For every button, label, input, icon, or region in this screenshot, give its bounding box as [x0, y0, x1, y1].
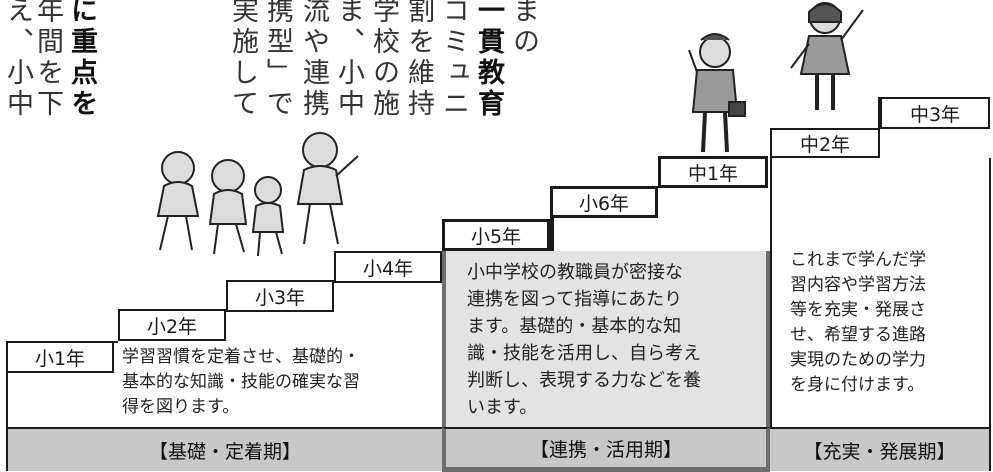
- vertical-text-col: 学校の施: [368, 0, 399, 120]
- text-line: を身に付けます。: [790, 375, 925, 395]
- text-line: 実現のための学力: [790, 350, 926, 370]
- text-line: これまで学んだ学: [790, 250, 926, 270]
- text-line: います。: [467, 397, 538, 418]
- foundation-panel: [6, 373, 442, 427]
- text-line: 等を充実・発展さ: [790, 300, 926, 320]
- text-line: 習内容や学習方法: [790, 275, 926, 295]
- grade-label-chu1: 中1年: [658, 156, 768, 188]
- grade-label-chu3: 中3年: [880, 97, 990, 129]
- text-line: 小中学校の教職員が密接な: [467, 262, 683, 283]
- stair-line: [878, 97, 880, 128]
- grade-label-sho2: 小2年: [118, 309, 226, 341]
- boy-student-illustration: [688, 33, 746, 153]
- grade-label-sho5: 小5年: [442, 219, 550, 251]
- enrichment-panel: [770, 158, 991, 427]
- stair-line: [114, 341, 118, 343]
- text-line: 識・技能を活用し、自ら考え: [467, 343, 701, 364]
- foundation-text: 学習習慣を定着させ、基礎的・ 基本的な知識・技能の確実な習 得を図ります。: [122, 345, 360, 420]
- vertical-text-col: ま、小中: [333, 0, 364, 120]
- vertical-text-col: 年間を下: [32, 0, 63, 120]
- text-line: 判断し、表現する力などを養: [467, 370, 701, 391]
- vertical-text-col: コミュニ: [438, 0, 469, 120]
- period-label-foundation: 【基礎・定着期】: [6, 427, 442, 471]
- grade-label-sho6: 小6年: [550, 186, 658, 218]
- text-line: 連携を図って指導にあたり: [467, 289, 683, 310]
- vertical-text-col: 流や連携: [298, 0, 329, 120]
- period-label-cooperation: 【連携・活用期】: [442, 427, 770, 471]
- vertical-text-col: 携型」で: [262, 0, 293, 120]
- grade-label-sho3: 小3年: [226, 280, 334, 312]
- stair-line: [550, 218, 554, 251]
- grade-label-chu2: 中2年: [770, 128, 880, 158]
- period-label-enrichment: 【充実・発展期】: [770, 427, 991, 471]
- children-group-illustration: [156, 132, 359, 257]
- grade-label-sho1: 小1年: [6, 341, 114, 373]
- vertical-text-col: 一貫教育: [473, 0, 504, 120]
- vertical-text-col: 実施して: [227, 0, 258, 120]
- girl-student-illustration: [790, 2, 864, 110]
- text-line: せ、希望する進路: [790, 325, 926, 345]
- text-line: 得を図ります。: [122, 397, 240, 417]
- enrichment-text: これまで学んだ学 習内容や学習方法 等を充実・発展さ せ、希望する進路 実現のた…: [790, 248, 926, 398]
- text-line: 基本的な知識・技能の確実な習: [122, 372, 360, 392]
- vertical-text-col: に重点を: [66, 0, 97, 120]
- vertical-text-col: 割を維持: [403, 0, 434, 120]
- text-line: 学習習慣を定着させ、基礎的・: [122, 347, 360, 367]
- cooperation-text: 小中学校の教職員が密接な 連携を図って指導にあたり ます。基礎的・基本的な知 識…: [467, 259, 701, 421]
- text-line: ます。基礎的・基本的な知: [467, 316, 682, 337]
- vertical-text-col: え、小中: [2, 0, 33, 120]
- grade-label-sho4: 小4年: [334, 251, 442, 283]
- vertical-text-col: まの: [508, 0, 539, 58]
